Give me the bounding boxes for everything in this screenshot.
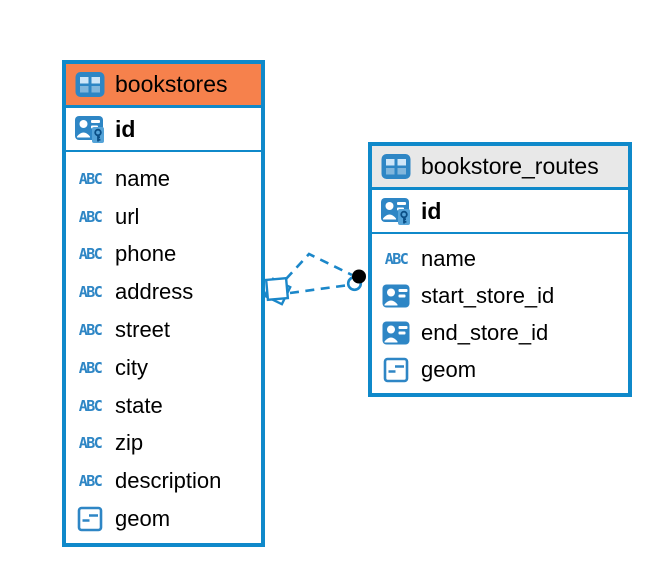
text-type-icon: ABC (78, 283, 103, 302)
column-row[interactable]: ABC state (66, 387, 261, 425)
column-row[interactable]: ABC url (66, 198, 261, 236)
text-type-icon: ABC (78, 472, 103, 491)
table-icon (378, 153, 414, 180)
column-row[interactable]: geom (66, 500, 261, 538)
column-name: id (421, 197, 442, 224)
primary-key-icon (72, 114, 108, 144)
column-row[interactable]: ABC name (66, 160, 261, 198)
column-row[interactable]: ABC city (66, 349, 261, 387)
column-row[interactable]: ABC phone (66, 236, 261, 274)
column-name: city (115, 354, 148, 380)
column-name: name (421, 245, 477, 271)
text-type-icon: ABC (78, 207, 103, 226)
object-type-icon (378, 357, 414, 383)
column-name: address (115, 279, 194, 305)
column-name: geom (421, 356, 477, 382)
key-column-row[interactable]: id (66, 108, 261, 152)
text-type-icon: ABC (78, 358, 103, 377)
text-type-icon: ABC (384, 249, 409, 268)
column-row[interactable]: geom (372, 351, 628, 388)
diamond-marker (263, 276, 292, 306)
reference-type-icon (378, 321, 414, 345)
table-bookstore-routes[interactable]: bookstore_routes id ABC name start_store_i… (368, 142, 632, 397)
column-name: url (115, 203, 140, 229)
object-type-icon (72, 506, 108, 532)
column-row[interactable]: ABC address (66, 273, 261, 311)
column-name: start_store_id (421, 282, 555, 308)
column-row[interactable]: ABC zip (66, 425, 261, 463)
key-column-row[interactable]: id (372, 190, 628, 234)
relationship-line-1[interactable] (285, 252, 353, 280)
dot-marker (346, 269, 366, 292)
column-row[interactable]: ABC name (372, 240, 628, 277)
table-header-bookstores[interactable]: bookstores (66, 64, 261, 108)
column-name: end_store_id (421, 319, 549, 345)
column-row[interactable]: ABC street (66, 311, 261, 349)
column-name: name (115, 165, 171, 191)
text-type-icon: ABC (78, 169, 103, 188)
reference-type-icon (378, 284, 414, 308)
primary-key-icon (378, 196, 414, 226)
table-header-bookstore-routes[interactable]: bookstore_routes (372, 146, 628, 190)
text-type-icon: ABC (78, 434, 103, 453)
column-name: description (115, 468, 222, 494)
text-type-icon: ABC (78, 321, 103, 340)
column-row[interactable]: start_store_id (372, 277, 628, 314)
column-name: geom (115, 506, 171, 532)
column-row[interactable]: ABC description (66, 462, 261, 500)
column-name: zip (115, 430, 144, 456)
text-type-icon: ABC (78, 245, 103, 264)
column-name: id (115, 115, 136, 142)
text-type-icon: ABC (78, 396, 103, 415)
table-title: bookstores (115, 71, 228, 97)
column-row[interactable]: end_store_id (372, 314, 628, 351)
column-name: state (115, 392, 163, 418)
table-title: bookstore_routes (421, 153, 599, 179)
column-name: phone (115, 241, 177, 267)
table-icon (72, 71, 108, 98)
column-name: street (115, 317, 171, 343)
relationship-line-2[interactable] (289, 283, 350, 295)
